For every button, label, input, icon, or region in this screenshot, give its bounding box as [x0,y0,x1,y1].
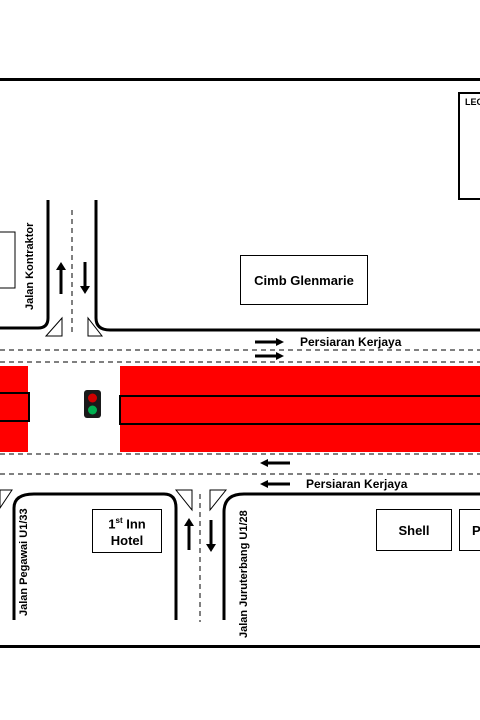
arrow-persiaran-bottom-left-2 [260,480,290,488]
building-shell: Shell [376,509,452,551]
building-1st-inn-hotel: 1st Inn Hotel [92,509,162,553]
street-jalan-kontraktor: Jalan Kontraktor [24,222,36,310]
arrow-juruterbang-up [184,518,194,550]
arrow-kontraktor-up [56,262,66,294]
closure-zone-left [0,366,28,452]
street-persiaran-bottom: Persiaran Kerjaya [306,477,408,491]
legend-box: LEG [458,92,480,200]
barrier-left [0,392,30,422]
building-cimb-label: Cimb Glenmarie [254,272,354,288]
pegawai-island [0,489,13,509]
traffic-light-icon [84,390,101,418]
road-edge-bottom-juruterbang [222,492,480,620]
juruterbang-island-left [174,489,193,512]
juruterbang-island-right [209,489,228,512]
street-jalan-juruterbang: Jalan Juruterbang U1/28 [238,510,250,638]
building-right-label: P [472,522,480,538]
legend-title: LEG [465,97,480,107]
building-left-partial [0,231,16,289]
arrow-juruterbang-down [206,520,216,552]
arrow-kontraktor-down [80,262,90,294]
street-jalan-pegawai: Jalan Pegawai U1/33 [18,508,30,616]
building-right-partial: P [459,509,480,551]
closure-zone-right [120,366,480,452]
road-edge-top-right [94,200,480,332]
building-cimb-glenmarie: Cimb Glenmarie [240,255,368,305]
kontraktor-island-left [44,316,63,337]
building-inn-line2: Hotel [110,532,144,548]
barrier-right [119,395,480,425]
kontraktor-island-right [87,316,104,337]
arrow-persiaran-bottom-left-1 [260,459,290,467]
building-shell-label: Shell [398,522,430,538]
road-edge-top-left [0,200,50,330]
road-edge-bottom-pegawai [12,492,178,620]
arrow-persiaran-top-right-2 [255,352,284,360]
street-persiaran-top: Persiaran Kerjaya [300,335,402,349]
map-frame [0,78,480,648]
building-inn-line1: 1st Inn [108,516,146,532]
arrow-persiaran-top-right-1 [255,338,284,346]
